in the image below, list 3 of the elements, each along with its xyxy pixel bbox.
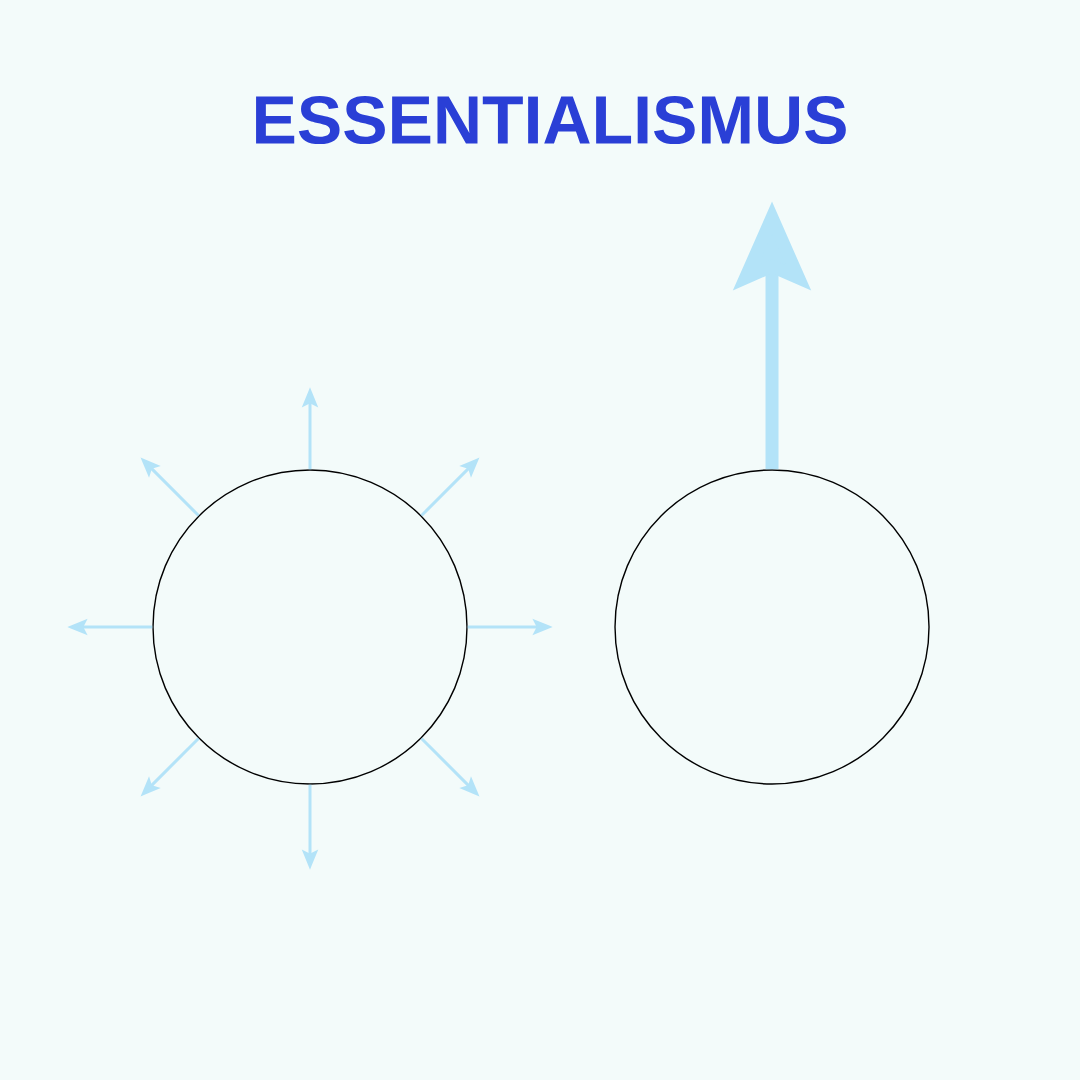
circle-shape xyxy=(152,469,468,785)
title: ESSENTIALISMUS xyxy=(256,95,846,145)
circle-shape xyxy=(614,469,930,785)
